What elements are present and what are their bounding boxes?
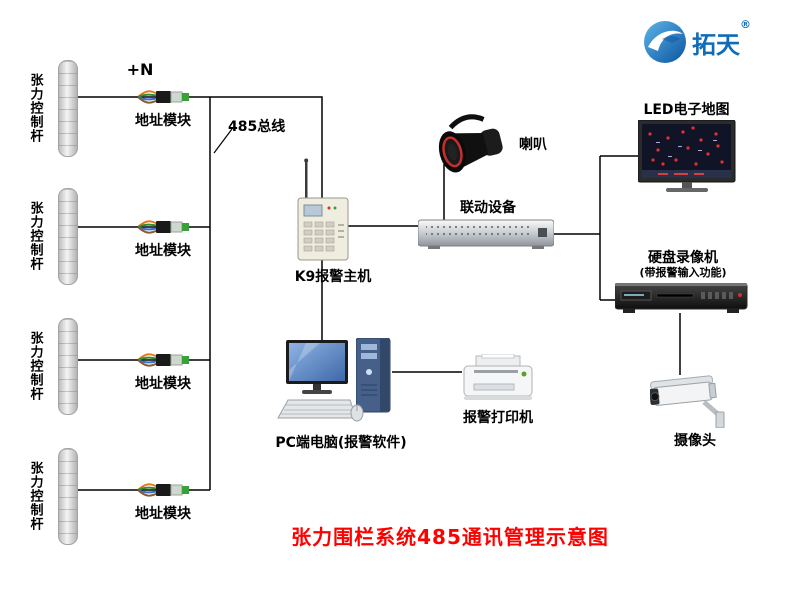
bus-callout-line [213,128,233,154]
linkage-device [418,219,554,249]
logo-icon [644,21,686,63]
horn-device [438,114,503,173]
plus-n-label: +N [126,60,154,79]
tension-pole-1 [58,60,78,157]
pc-monitor [286,340,348,394]
tension-pole-3 [58,318,78,415]
pole-label-3: 张力控制杆 [27,330,43,401]
pc-tower [356,338,391,413]
horn-label: 喇叭 [519,137,547,153]
pole-label-1: 张力控制杆 [27,72,43,143]
camera-label: 摄像头 [674,433,716,449]
pole-label-2: 张力控制杆 [27,200,43,271]
led-map-device [638,120,736,192]
printer-label: 报警打印机 [463,410,533,426]
tension-pole-4 [58,448,78,545]
tension-pole-2 [58,188,78,285]
address-module-label-3: 地址模块 [135,376,191,392]
camera-device [650,375,725,428]
brand-name: 拓天 [692,30,740,59]
pole-label-4: 张力控制杆 [27,460,43,531]
address-module-2 [138,220,189,234]
linkage-label: 联动设备 [460,200,516,216]
registered-mark: ® [740,18,751,31]
diagram-title: 张力围栏系统485通讯管理示意图 [291,525,609,549]
dvr-note: (带报警输入功能) [639,266,727,279]
bus-label: 485总线 [228,119,286,135]
address-module-3 [138,353,189,367]
address-module-1 [138,90,189,104]
address-module-4 [138,483,189,497]
led-map-label: LED电子地图 [643,102,730,118]
pc-label: PC端电脑(报警软件) [275,435,407,451]
brand-logo: 拓天 ® [642,16,792,68]
address-module-label-1: 地址模块 [135,113,191,129]
pc-mouse [350,404,364,422]
address-module-label-2: 地址模块 [135,243,191,259]
horn-bracket-icon [448,114,485,130]
dvr-device [615,283,748,313]
dvr-label: 硬盘录像机 [648,250,718,266]
pc-keyboard [277,399,356,419]
k9-host-label: K9报警主机 [294,269,372,285]
antenna-icon [305,160,308,200]
printer-device [463,354,533,400]
k9-host-device [297,158,349,261]
address-module-label-4: 地址模块 [135,506,191,522]
